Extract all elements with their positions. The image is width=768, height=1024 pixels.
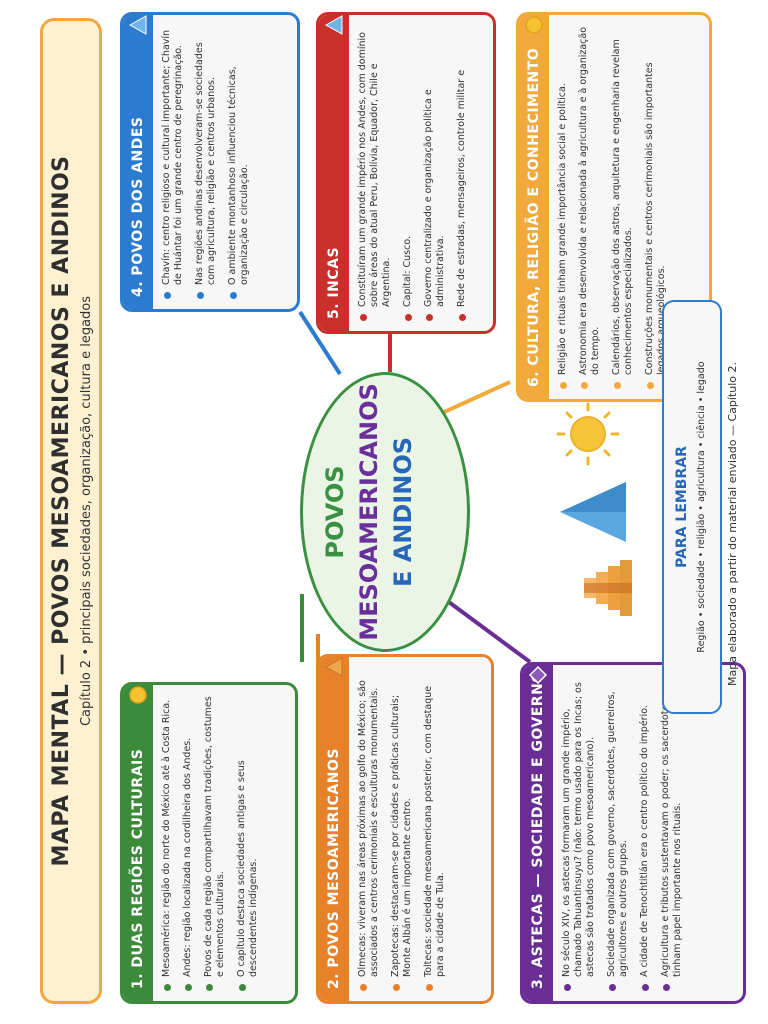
- list-item: Astronomia era desenvolvida e relacionad…: [578, 23, 602, 389]
- list-item: Governo centralizado e organização polít…: [423, 23, 447, 321]
- card-cultura-religiao: 6. CULTURA, RELIGIÃO E CONHECIMENTO Reli…: [516, 12, 712, 402]
- card-astecas-title: 3. ASTECAS — SOCIEDADE E GOVERNO: [530, 670, 546, 989]
- list-item: Chavín: centro religioso e cultural impo…: [161, 23, 185, 299]
- list-item: Zapotecas: destacaram-se por cidades e p…: [390, 665, 414, 991]
- list-item: O capítulo destaca sociedades antigas e …: [236, 693, 260, 991]
- card-meso-title: 2. POVOS MESOAMERICANOS: [326, 748, 342, 989]
- blue-pyramid-icon: [560, 482, 626, 542]
- decorative-illustrations: [556, 402, 632, 616]
- card-cultura-title: 6. CULTURA, RELIGIÃO E CONHECIMENTO: [526, 47, 542, 387]
- list-item: Calendários, observação dos astros, arqu…: [611, 23, 635, 389]
- title-banner: MAPA MENTAL — POVOS MESOAMERICANOS E AND…: [40, 18, 102, 1004]
- list-item: Constituíram um grande império nos Andes…: [357, 23, 393, 321]
- center-line-3: E ANDINOS: [389, 436, 417, 588]
- list-item: Toltecas: sociedade mesoamericana poster…: [423, 665, 447, 991]
- list-item: Mesoamérica: região do norte do México a…: [161, 693, 173, 991]
- card-astecas: 3. ASTECAS — SOCIEDADE E GOVERNO No sécu…: [520, 662, 746, 1004]
- footer-note: Mapa elaborado a partir do material envi…: [726, 362, 739, 686]
- list-item: Povos de cada região compartilhavam trad…: [203, 693, 227, 991]
- reminder-title: PARA LEMBRAR: [674, 446, 690, 568]
- card-povos-dos-andes: 4. POVOS DOS ANDES Chavín: centro religi…: [120, 12, 300, 312]
- temple-icon: [528, 665, 548, 685]
- pyramid-icon: [324, 657, 343, 677]
- list-item: A cidade de Tenochtitlán era o centro po…: [639, 673, 651, 991]
- card-incas-header: 5. INCAS: [319, 15, 349, 331]
- list-item: Sociedade organizada com governo, sacerd…: [606, 673, 630, 991]
- connector-cultura: [439, 380, 511, 416]
- center-line-2: MESOAMERICANOS: [355, 383, 383, 641]
- reminder-text: Região • sociedade • religião • agricult…: [696, 361, 707, 653]
- page-subtitle: Capítulo 2 • principais sociedades, orga…: [79, 295, 94, 727]
- list-item: Andes: região localizada na cordilheira …: [182, 693, 194, 991]
- card-incas-title: 5. INCAS: [326, 246, 342, 319]
- reminder-box: PARA LEMBRAR Região • sociedade • religi…: [662, 300, 722, 714]
- stepped-pyramid-icon: [584, 560, 632, 616]
- list-item: Capital: Cusco.: [402, 23, 414, 321]
- list-item: No século XIV, os astecas formaram um gr…: [561, 673, 597, 991]
- list-item: O ambiente montanhoso influenciou técnic…: [227, 23, 251, 299]
- card-cultura-header: 6. CULTURA, RELIGIÃO E CONHECIMENTO: [519, 15, 549, 399]
- card-andes-title: 4. POVOS DOS ANDES: [130, 116, 146, 297]
- card-astecas-header: 3. ASTECAS — SOCIEDADE E GOVERNO: [523, 665, 553, 1001]
- page-title: MAPA MENTAL — POVOS MESOAMERICANOS E AND…: [49, 155, 74, 867]
- card-meso-header: 2. POVOS MESOAMERICANOS: [319, 657, 349, 1001]
- sun-icon: [525, 16, 543, 34]
- mountain-icon: [324, 15, 343, 35]
- card-duas-regioes-title: 1. DUAS REGIÕES CULTURAIS: [130, 748, 146, 989]
- card-incas: 5. INCAS Constituíram um grande império …: [316, 12, 496, 334]
- center-line-1: POVOS: [321, 465, 349, 559]
- connector-astecas: [436, 592, 532, 664]
- list-item: Nas regiões andinas desenvolveram-se soc…: [194, 23, 218, 299]
- sun-icon: [556, 402, 620, 466]
- card-andes-header: 4. POVOS DOS ANDES: [123, 15, 153, 309]
- central-topic: POVOS MESOAMERICANOS E ANDINOS: [300, 372, 470, 652]
- card-povos-mesoamericanos: 2. POVOS MESOAMERICANOS Olmecas: viveram…: [316, 654, 494, 1004]
- mountain-icon: [128, 15, 147, 35]
- card-duas-regioes-header: 1. DUAS REGIÕES CULTURAIS: [123, 685, 153, 1001]
- list-item: Olmecas: viveram nas áreas próximas ao g…: [357, 665, 381, 991]
- list-item: Rede de estradas, mensageiros, controle …: [456, 23, 468, 321]
- card-duas-regioes: 1. DUAS REGIÕES CULTURAIS Mesoamérica: r…: [120, 682, 298, 1004]
- sun-icon: [129, 686, 147, 704]
- list-item: Agricultura e tributos sustentavam o pod…: [660, 673, 684, 991]
- list-item: Religião e rituais tinham grande importâ…: [557, 23, 569, 389]
- connector-andes: [298, 310, 342, 376]
